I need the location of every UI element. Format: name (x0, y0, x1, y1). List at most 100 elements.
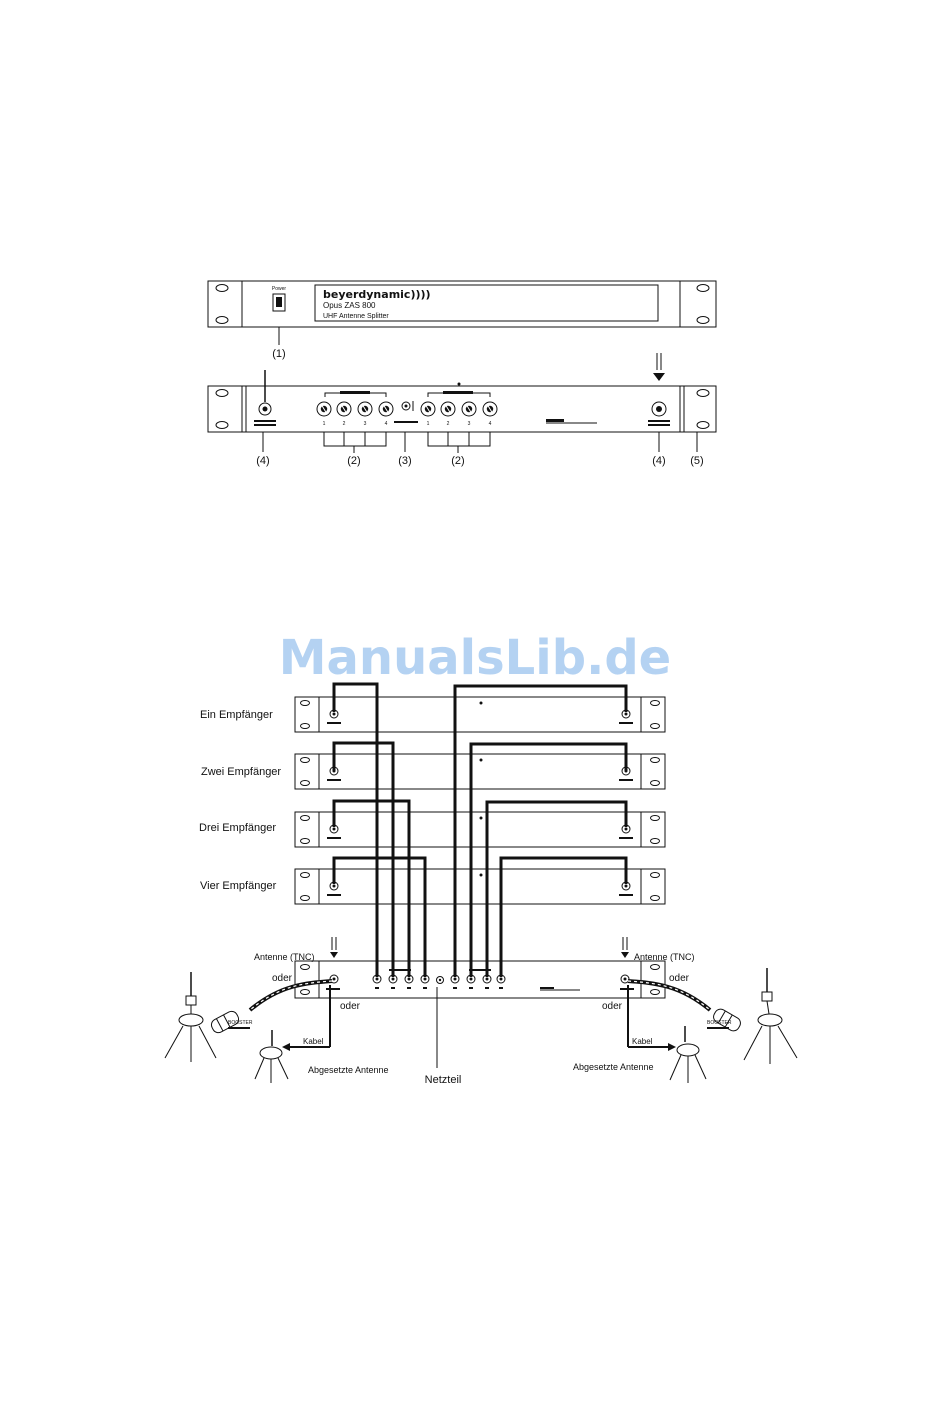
port-number: 4 (489, 421, 492, 427)
kabel-arrow-left (282, 1043, 290, 1051)
port-number: 1 (323, 421, 326, 427)
rack-hole (216, 422, 228, 429)
cable-a3 (334, 801, 409, 977)
output-group-a-label (340, 391, 370, 394)
antenna-a-label (327, 837, 341, 839)
ground-screw (480, 759, 483, 762)
watermark: ManualsLib.de (279, 630, 671, 686)
port-number: 2 (343, 421, 346, 427)
booster-sublabel-left (228, 1027, 250, 1029)
callout-4-right: (4) (652, 455, 665, 467)
splitter-rear (295, 961, 665, 998)
port-number-mark (375, 987, 379, 989)
cable-bundle (334, 684, 626, 977)
rack-hole (301, 873, 310, 878)
rack-hole (651, 724, 660, 729)
rack-hole (651, 965, 660, 970)
rack-hole (651, 701, 660, 706)
receiver-antenna-b-pin (625, 828, 628, 831)
cable-a1 (334, 684, 377, 977)
splitter-output-port-pin (470, 978, 473, 981)
port-number-mark (499, 987, 503, 989)
rack-hole (216, 317, 228, 324)
splitter-output-port-pin (454, 978, 457, 981)
oder-label-left-bottom: oder (340, 1001, 361, 1012)
port-number: 3 (364, 421, 367, 427)
rack-hole (301, 816, 310, 821)
tnc-arrow (621, 952, 629, 958)
rack-hole (651, 873, 660, 878)
splitter-antenna-b-pin (624, 978, 627, 981)
tnc-arrow (653, 373, 665, 381)
antenna-a-label (327, 779, 341, 781)
kabel-label-left: Kabel (303, 1037, 324, 1046)
antenna-b-label (619, 837, 633, 839)
brand-logo: beyerdynamic)))) (323, 288, 431, 301)
serial-label (540, 987, 554, 989)
antenna-shaft (767, 1001, 769, 1014)
ground-screw (480, 817, 483, 820)
cable-a2 (334, 743, 393, 977)
tnc-input-right (621, 937, 629, 958)
callout-1: (1) (272, 348, 285, 360)
ground-screw (458, 383, 461, 386)
remote-antenna-label-left: Abgesetzte Antenne (308, 1065, 389, 1075)
rack-hole (651, 758, 660, 763)
rack-hole (697, 317, 709, 324)
tnc-arrow (330, 952, 338, 958)
antenna-input-a-pin (263, 407, 268, 412)
antenna-input-a-label (254, 424, 276, 426)
oder-label-right-bottom: oder (602, 1001, 623, 1012)
rack-hole (651, 781, 660, 786)
antenna-on-tripod-left (165, 972, 216, 1062)
callout-4-left: (4) (256, 455, 269, 467)
dc-input-jack-pin (405, 405, 408, 408)
booster-label-left: BOOSTER (228, 1020, 253, 1026)
output-group-b-label (443, 391, 473, 394)
rack-hole (301, 781, 310, 786)
rack-hole (651, 839, 660, 844)
antenna-input-b-label (648, 420, 670, 422)
rear-panel: 12341234 (4) (2) (3) (2) (4) (5) (208, 353, 716, 467)
booster-label-right: BOOSTER (707, 1020, 732, 1026)
antenna-mount (677, 1044, 699, 1056)
remote-antenna-left (255, 1030, 288, 1083)
model-name: Opus ZAS 800 (323, 301, 376, 310)
callout-bracket-2b (428, 432, 490, 453)
splitter-output-port-pin (500, 978, 503, 981)
rack-hole (651, 816, 660, 821)
antenna-base (762, 992, 772, 1001)
antenna-input-b-label (648, 424, 670, 426)
product-name: UHF Antenne Splitter (323, 313, 389, 320)
antenna-b-label (619, 722, 633, 724)
cable-b1 (455, 686, 626, 977)
splitter-output-port-pin (408, 978, 411, 981)
kabel-label-right: Kabel (632, 1037, 653, 1046)
port-number: 2 (447, 421, 450, 427)
receiver-antenna-a-pin (333, 828, 336, 831)
rack-hole (301, 965, 310, 970)
antenna-a-label (326, 988, 340, 990)
splitter-output-port-pin (486, 978, 489, 981)
rack-hole (216, 285, 228, 292)
antenna-tnc-label-right: Antenne (TNC) (634, 952, 695, 962)
antenna-b-label (619, 894, 633, 896)
splitter-output-port-pin (376, 978, 379, 981)
tripod-legs (165, 1026, 216, 1062)
ground-screw (480, 702, 483, 705)
receiver-antenna-b-pin (625, 713, 628, 716)
power-label: Power (272, 286, 287, 292)
antenna-tnc-label-left: Antenne (TNC) (254, 952, 315, 962)
serial-label (546, 419, 564, 422)
port-number-mark (423, 987, 427, 989)
antenna-mount (260, 1047, 282, 1059)
receiver-unit (295, 812, 665, 847)
port-number-mark (453, 987, 457, 989)
tripod-legs (744, 1026, 797, 1064)
rack-hole (216, 390, 228, 397)
callout-5: (5) (690, 455, 703, 467)
antenna-mount (758, 1014, 782, 1026)
port-number: 1 (427, 421, 430, 427)
